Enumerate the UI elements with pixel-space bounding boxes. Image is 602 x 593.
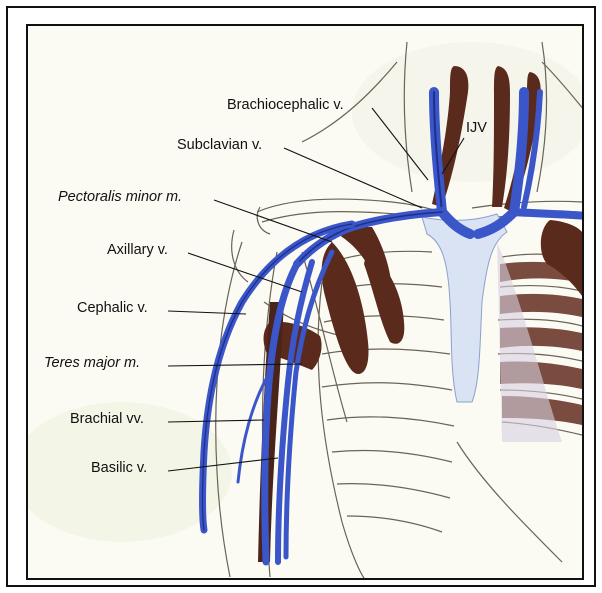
label-axillary-vein: Axillary v. [107,243,168,258]
label-brachiocephalic-vein: Brachiocephalic v. [227,98,344,113]
label-subclavian-vein: Subclavian v. [177,138,262,153]
label-basilic-vein: Basilic v. [91,461,147,476]
label-ijv: IJV [466,121,487,136]
label-cephalic-vein: Cephalic v. [77,301,148,316]
label-pectoralis-minor: Pectoralis minor m. [58,190,182,205]
label-brachial-veins: Brachial vv. [70,412,144,427]
label-teres-major: Teres major m. [44,356,140,371]
